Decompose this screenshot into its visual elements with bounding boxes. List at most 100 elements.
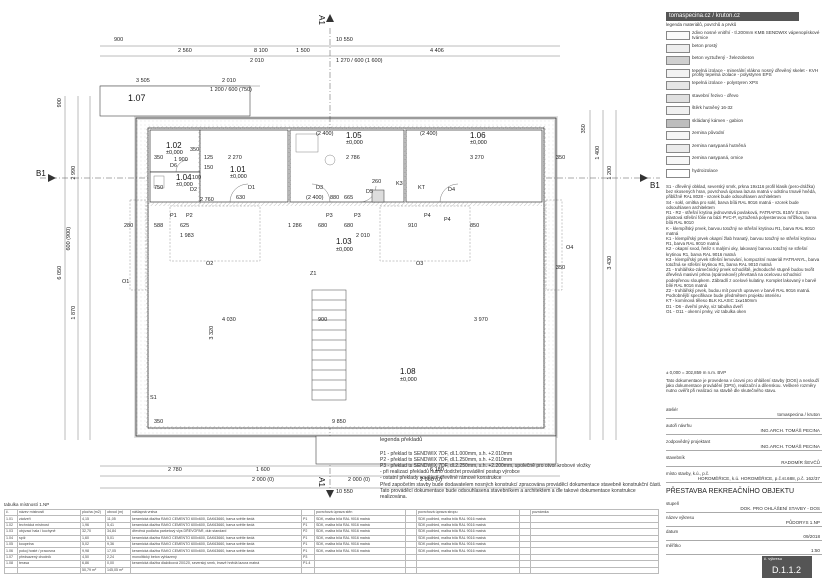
info-label: název výkresu — [666, 515, 695, 520]
lintel-legend-item: - při realizaci překladů nutno dodržet p… — [380, 469, 520, 475]
dim-inner: 630 — [236, 195, 246, 201]
dim-inner: (2 400) — [420, 131, 438, 137]
table-cell — [530, 566, 659, 574]
section-b-label-left: B1 — [36, 169, 46, 178]
info-value: PŮDORYS 1.NP — [785, 520, 820, 525]
legend-label: zemina nasypaná, ornice — [692, 155, 744, 160]
legend-label: zemina nasypaná hutněná — [692, 142, 746, 148]
dim-inner: 880 — [330, 195, 340, 201]
drawing-number: D.1.1.2 — [772, 565, 802, 575]
element-label: P4 — [424, 213, 431, 219]
info-label: stavebník — [666, 455, 685, 460]
legend-label: beton vyztužený - železobeton — [692, 55, 755, 60]
project-title: PŘESTAVBA REKREAČNÍHO OBJEKTU — [666, 488, 795, 495]
element-label: S1 — [150, 395, 157, 401]
dim-top: 8 100 — [254, 48, 268, 54]
legend-label: tepelná izolace - minerální vlákno nosný… — [692, 67, 819, 78]
dim-inner: 680 — [318, 223, 328, 229]
dim-inner: 350 — [154, 419, 164, 425]
legend-item: hydroizolace — [666, 168, 822, 178]
dim-top: 4 406 — [430, 48, 444, 54]
dim-right: 1 200 — [607, 165, 614, 180]
dim-inner: 125 — [204, 155, 214, 161]
dim-top: 1 270 / 600 (1 600) — [336, 58, 383, 64]
dim-inner: 2 760 — [200, 197, 214, 203]
construction-note: Před započetím stavby bude dodavatelem n… — [380, 482, 662, 500]
dim-top: 1 200 / 600 (750) — [210, 87, 252, 93]
dim-right: 350 — [580, 124, 587, 134]
legend-label: zemina původní — [692, 130, 725, 135]
table-cell — [519, 566, 531, 574]
dim-left: 6 050 — [57, 265, 64, 280]
dim-inner: 850 — [470, 223, 480, 229]
dim-left: 600 (900) — [66, 226, 73, 251]
element-label: O2 — [206, 261, 214, 267]
element-label: D5 — [366, 189, 374, 195]
legend-swatch — [666, 68, 690, 78]
dim-inner: 2 270 — [228, 155, 242, 161]
dim-left: 900 — [56, 98, 63, 108]
drawing-number-box: č. výkresu D.1.1.2 — [762, 556, 812, 578]
table-cell — [314, 566, 406, 574]
legend-swatch — [666, 143, 690, 153]
table-cell — [416, 566, 520, 574]
element-label: Z1 — [310, 271, 317, 277]
table-cell — [405, 566, 417, 574]
room-1.08: 1.08 — [400, 367, 416, 376]
element-label: P3 — [326, 213, 333, 219]
dim-inner: 665 — [344, 195, 354, 201]
element-label: D3 — [316, 185, 324, 191]
info-value: RADOMÍR ŠEVČŮ — [781, 460, 820, 465]
dim-inner: 350 — [154, 155, 164, 161]
room-1.08-elevation: ±0,000 — [400, 377, 417, 383]
element-label: K3 — [396, 181, 403, 187]
info-value: ING.ARCH. TOMÁŠ PECINA — [760, 428, 820, 433]
legend-item: beton prostý — [666, 43, 822, 53]
room-1.02-elevation: ±0,000 — [166, 150, 183, 156]
room-table: č. název místnosti plocha (m2) obvod (m)… — [4, 508, 659, 574]
dim-inner: 1 286 — [288, 223, 302, 229]
dim-inner: 260 — [372, 179, 382, 185]
dim-inner: 2 010 — [356, 233, 370, 239]
legend-item: stavební řezivo - dřevo — [666, 93, 822, 103]
dim-inner: 150 — [204, 165, 214, 171]
element-label: O1 — [122, 279, 130, 285]
lintel-legend-title: legenda překladů — [380, 437, 423, 443]
room-1.03: 1.03 — [336, 237, 352, 246]
section-a-label-bottom: A1 — [316, 477, 326, 487]
dim-top: 2 010 — [250, 58, 264, 64]
info-label: místo stavby, k.ú., p.č. — [666, 471, 710, 476]
dim-inner: 900 — [318, 317, 328, 323]
room-1.04: 1.04 — [176, 173, 192, 182]
legend-label: tepelná izolace - polystyren XPS — [692, 80, 759, 85]
info-label: zodpovědný projektant — [666, 439, 711, 444]
legend-swatch — [666, 43, 690, 53]
info-label: stupeň — [666, 501, 680, 506]
section-a-label-top: A1 — [316, 15, 326, 25]
dim-inner: (2 400) — [306, 195, 324, 201]
info-value: HOROMĚŘICE, k.ú. HOROMĚŘICE, p.č.st.688,… — [697, 476, 820, 481]
spec-text: S1 - dřevěný obklad, severský smrk, prkn… — [666, 184, 820, 314]
dim-bottom: 2 000 (0) — [348, 477, 371, 483]
info-row: místo stavby, k.ú., p.č.HOROMĚŘICE, k.ú.… — [666, 470, 822, 483]
room-table-title: tabulka místností 1.NP — [4, 502, 50, 507]
element-label: P2 — [186, 213, 193, 219]
element-label: D2 — [190, 187, 198, 193]
legend-swatch — [666, 106, 690, 115]
table-cell — [4, 566, 18, 574]
info-label: měřítko — [666, 543, 681, 548]
room-1.03-elevation: ±0,000 — [336, 247, 353, 253]
element-label: KT — [418, 185, 426, 191]
dim-left: 2 990 — [71, 165, 78, 180]
dim-top: 900 — [114, 37, 124, 43]
info-value: DOK. PRO OHLÁŠENÍ STAVBY - DOS — [740, 506, 820, 511]
room-1.01: 1.01 — [230, 165, 246, 174]
dim-inner: (2 400) — [316, 131, 334, 137]
legend-label: štěrk hutněný 16-32 — [692, 105, 733, 110]
element-label: D1 — [248, 185, 256, 191]
